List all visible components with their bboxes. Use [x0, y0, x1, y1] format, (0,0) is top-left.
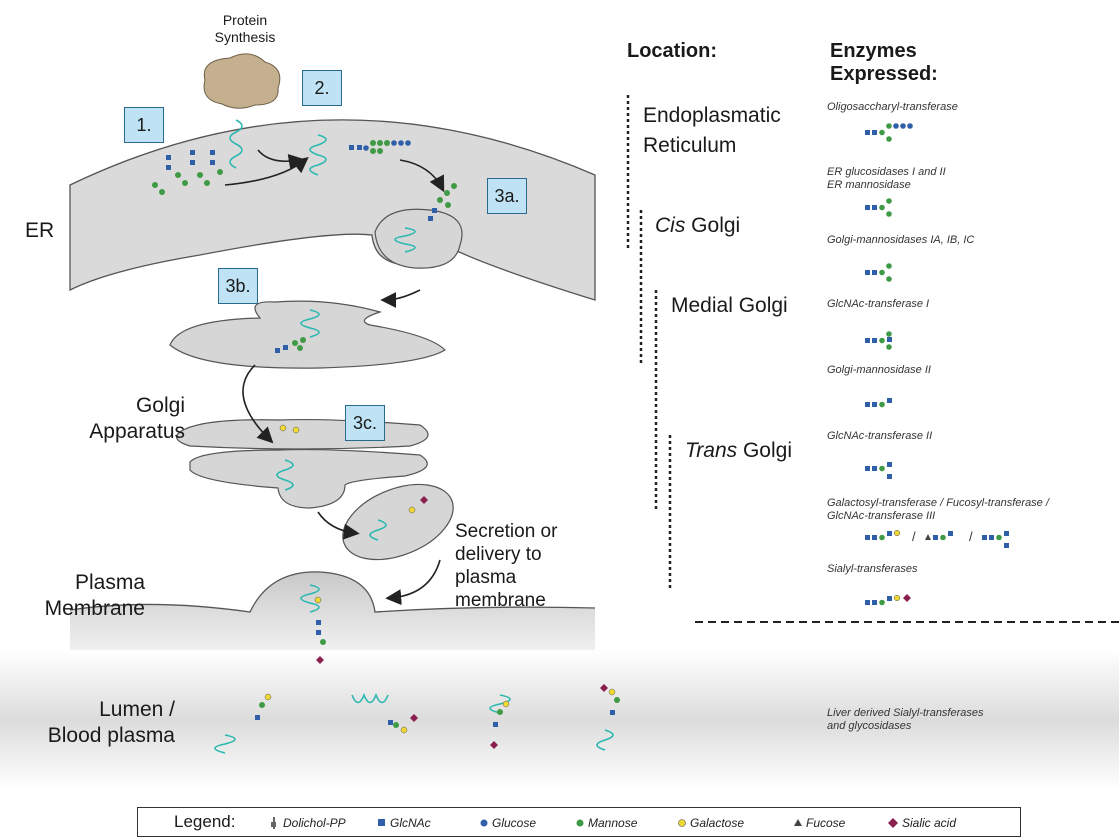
er-vesicle	[374, 208, 463, 269]
step-3a-box: 3a.	[487, 178, 527, 214]
enzyme-glycans	[865, 123, 1009, 606]
enzyme-er-glucosidases: ER glucosidases I and II	[827, 166, 946, 178]
glycan-chains	[152, 140, 620, 749]
enzyme-gnt3: GlcNAc-transferase III	[827, 510, 936, 522]
legend-fucose: Fucose	[806, 816, 846, 830]
golgi-cis	[169, 300, 446, 369]
enzyme-golgi-mannosidase-2: Golgi-mannosidase II	[827, 364, 931, 376]
legend-mannose: Mannose	[588, 816, 638, 830]
legend: Legend: Dolichol-PP GlcNAc Glucose Manno…	[137, 807, 1021, 837]
golgi-label: Golgi Apparatus	[89, 394, 185, 443]
enzyme-gnt1: GlcNAc-transferase I	[827, 298, 930, 310]
enzyme-galt-fuct: Galactosyl-transferase / Fucosyl-transfe…	[827, 497, 1049, 509]
secretion-label: Secretion or delivery to plasma membrane	[455, 521, 558, 611]
step-1-box: 1.	[124, 107, 164, 143]
triangle-icon	[794, 819, 802, 826]
protein-synthesis-label: Protein Synthesis	[214, 12, 276, 45]
secretory-vesicle	[342, 483, 454, 561]
location-cis-golgi: Cis Golgi	[655, 214, 741, 237]
square-icon	[378, 819, 385, 826]
legend-dolichol: Dolichol-PP	[283, 816, 346, 830]
enzyme-gnt2: GlcNAc-transferase II	[827, 430, 933, 442]
circle-icon	[678, 819, 686, 827]
enzyme-ost: Oligosaccharyl-transferase	[827, 101, 958, 113]
legend-glcnac: GlcNAc	[390, 816, 431, 830]
step-3b-box: 3b.	[218, 268, 258, 304]
enzyme-golgi-mannosidases: Golgi-mannosidases IA, IB, IC	[827, 234, 975, 246]
dolichol-icon	[271, 817, 276, 829]
enzyme-er-mannosidase: ER mannosidase	[827, 179, 911, 191]
ribosome	[203, 53, 281, 109]
golgi-medial	[176, 418, 429, 450]
lumen-area	[0, 650, 1119, 790]
lumen-label: Lumen / Blood plasma	[47, 698, 175, 747]
legend-sialic-acid: Sialic acid	[902, 816, 957, 830]
plasma-membrane-label: Plasma Membrane	[44, 571, 145, 620]
er-label: ER	[25, 219, 55, 242]
golgi-trans	[189, 448, 428, 509]
location-medial-golgi: Medial Golgi	[671, 294, 788, 317]
enzyme-sialyl: Sialyl-transferases	[827, 563, 918, 575]
protein-coils	[214, 119, 614, 754]
location-header: Location:	[627, 40, 717, 62]
enzymes-header: Enzymes Expressed:	[830, 40, 938, 85]
step-3c-box: 3c.	[345, 405, 385, 441]
location-er: Endoplasmatic Reticulum	[643, 104, 781, 157]
location-trans-golgi: Trans Golgi	[685, 439, 792, 462]
legend-title: Legend:	[174, 812, 236, 831]
enzyme-glycosidases: and glycosidases	[827, 720, 912, 732]
diamond-icon	[888, 818, 898, 828]
separator-slash: /	[969, 529, 973, 544]
legend-glucose: Glucose	[492, 816, 537, 830]
step-2-box: 2.	[302, 70, 342, 106]
legend-galactose: Galactose	[690, 816, 745, 830]
enzyme-liver-sialyl: Liver derived Sialyl-transferases	[827, 707, 984, 719]
circle-icon	[480, 819, 488, 827]
separator-slash: /	[912, 529, 916, 544]
circle-icon	[576, 819, 584, 827]
